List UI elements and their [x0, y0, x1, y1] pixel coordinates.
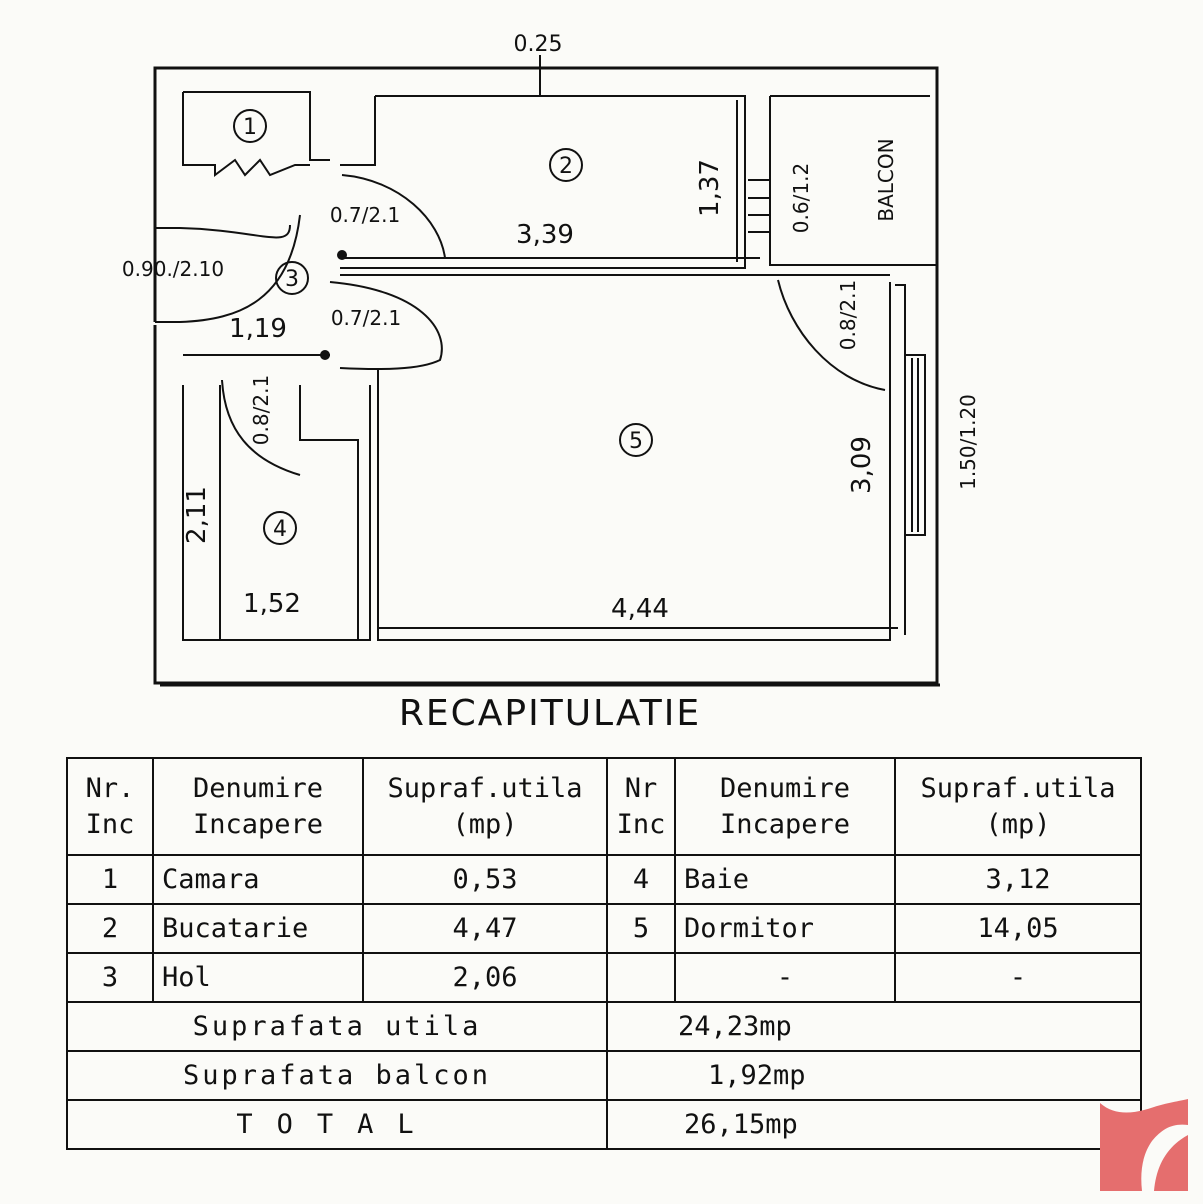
floor-plan: 1 2 3 4 5 0.25 3,39 1,37 0.7/2.1 0.7/2.1… — [122, 32, 980, 687]
top-dim: 0.25 — [514, 32, 563, 57]
header-nr: Nr.Inc — [66, 757, 154, 856]
table-row: 3 Hol 2,06 - - — [66, 952, 1142, 1003]
svg-text:2: 2 — [559, 154, 573, 179]
balcony-door-kitchen: 0.6/1.2 — [789, 163, 813, 233]
cell-area: 2,06 — [362, 952, 608, 1003]
table-row: 1 Camara 0,53 4 Baie 3,12 — [66, 854, 1142, 905]
door-balcony-bedroom: 0.8/2.1 — [836, 280, 860, 350]
cell-name-2: Dormitor — [674, 903, 896, 954]
bath-door-swing — [221, 379, 301, 476]
balcony-walls — [748, 95, 937, 266]
cell-nr-2 — [606, 952, 676, 1003]
useful-area-label: Suprafata utila — [66, 1001, 608, 1052]
bath-width: 1,52 — [243, 589, 301, 619]
cell-nr: 3 — [66, 952, 154, 1003]
outer-walls — [153, 66, 940, 687]
cell-name-2: - — [674, 952, 896, 1003]
room-4-marker: 4 — [263, 511, 297, 545]
cell-name: Hol — [152, 952, 364, 1003]
balcony-label: BALCON — [874, 138, 898, 221]
cell-area-2: - — [894, 952, 1142, 1003]
header-area-2: Supraf.utila(mp) — [894, 757, 1142, 856]
door-bath: 0.8/2.1 — [249, 375, 273, 445]
room-2-marker: 2 — [549, 148, 583, 182]
bedroom-walls — [377, 282, 906, 641]
bath-height: 2,11 — [182, 486, 212, 544]
cell-nr: 1 — [66, 854, 154, 905]
recap-title: RECAPITULATIE — [398, 693, 702, 734]
svg-text:3: 3 — [285, 267, 299, 292]
summary-row-total: TOTAL 26,15mp — [66, 1099, 1142, 1150]
kitchen-width: 3,39 — [516, 220, 574, 250]
svg-text:4: 4 — [273, 517, 287, 542]
cell-area-2: 3,12 — [894, 854, 1142, 905]
cell-area: 0,53 — [362, 854, 608, 905]
room-1-walls — [182, 91, 330, 177]
balcony-area-label: Suprafata balcon — [66, 1050, 608, 1101]
cell-nr-2: 4 — [606, 854, 676, 905]
cell-name: Bucatarie — [152, 903, 364, 954]
useful-area-value: 24,23mp — [606, 1001, 1142, 1052]
total-value: 26,15mp — [606, 1099, 1142, 1150]
door-hinge-dot — [337, 250, 347, 260]
cell-name-2: Baie — [674, 854, 896, 905]
entrance-jambs — [155, 227, 180, 323]
cell-nr-2: 5 — [606, 903, 676, 954]
cell-area-2: 14,05 — [894, 903, 1142, 954]
door-entrance: 0.90./2.10 — [122, 257, 224, 281]
window — [905, 354, 926, 536]
kitchen-walls — [340, 95, 890, 276]
cell-area: 4,47 — [362, 903, 608, 954]
header-area: Supraf.utila(mp) — [362, 757, 608, 856]
bathroom-walls — [182, 385, 371, 641]
summary-row-useful: Suprafata utila 24,23mp — [66, 1001, 1142, 1052]
cell-nr: 2 — [66, 903, 154, 954]
table-row: 2 Bucatarie 4,47 5 Dormitor 14,05 — [66, 903, 1142, 954]
door-bedroom-hall: 0.7/2.1 — [331, 306, 401, 330]
hall-hinge-dot — [320, 350, 330, 360]
room-3-marker: 3 — [275, 261, 309, 295]
bedroom-balcony-door-swing — [777, 279, 886, 391]
svg-text:1: 1 — [243, 115, 257, 140]
entrance-door-swing — [179, 214, 301, 323]
brand-logo-icon — [1100, 1099, 1188, 1191]
balcony-area-value: 1,92mp — [606, 1050, 1142, 1101]
summary-row-balcony: Suprafata balcon 1,92mp — [66, 1050, 1142, 1101]
svg-text:5: 5 — [629, 429, 643, 454]
door-kitchen: 0.7/2.1 — [330, 203, 400, 227]
total-label: TOTAL — [66, 1099, 608, 1150]
bedroom-hall-door-swing — [329, 281, 443, 371]
kitchen-door-swing — [341, 174, 446, 259]
bed-height: 3,09 — [847, 436, 877, 494]
window-dim: 1.50/1.20 — [956, 394, 980, 490]
room-1-marker: 1 — [233, 109, 267, 143]
kitchen-height: 1,37 — [695, 159, 725, 217]
bed-width: 4,44 — [611, 594, 669, 624]
room-5-marker: 5 — [619, 423, 653, 457]
cell-name: Camara — [152, 854, 364, 905]
hall-width: 1,19 — [229, 314, 287, 344]
